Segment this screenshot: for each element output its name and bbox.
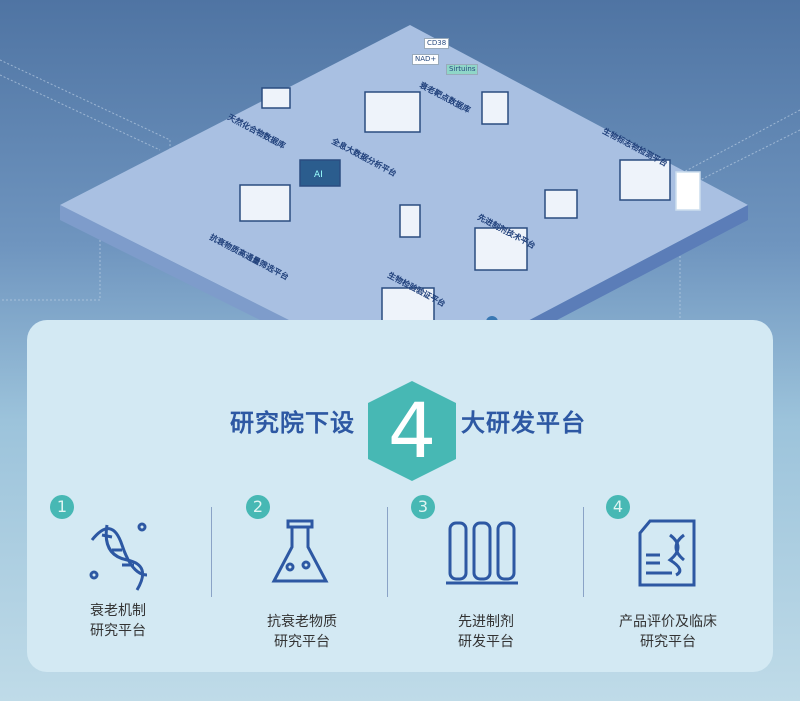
document-dna-icon [638, 519, 696, 587]
platform-label-1: 衰老机制研究平台 [38, 601, 198, 641]
label-line1: 先进制剂 [458, 614, 514, 630]
label-line1: 衰老机制 [90, 603, 146, 619]
tag-sirtuins: Sirtuins [446, 64, 479, 75]
platforms-card [27, 320, 773, 672]
phone-shield [399, 204, 421, 238]
label-line1: 产品评价及临床 [619, 614, 717, 630]
platform-number: 1 [50, 495, 74, 519]
platform-label-2: 抗衰老物质研究平台 [222, 612, 382, 652]
label-line1: 抗衰老物质 [267, 614, 337, 630]
monitor-validation [381, 287, 435, 327]
platform-label-4: 产品评价及临床研究平台 [588, 612, 748, 652]
tag-cd38: CD38 [424, 38, 450, 49]
ai-chip-label: AI [314, 170, 323, 180]
storage-cube [675, 171, 701, 211]
column-divider [583, 507, 584, 597]
monitor-biomarker [619, 159, 671, 201]
number-hexagon: 4 [368, 381, 456, 481]
lab-box [544, 189, 578, 219]
platform-number: 3 [411, 495, 435, 519]
label-line2: 研究平台 [640, 634, 696, 650]
label-line2: 研发平台 [458, 634, 514, 650]
platform-number: 2 [246, 495, 270, 519]
column-divider [211, 507, 212, 597]
column-divider [387, 507, 388, 597]
ai-chip [299, 159, 341, 187]
devices [239, 87, 701, 327]
label-line2: 研究平台 [90, 623, 146, 639]
document-stack [261, 87, 291, 109]
server-box [481, 91, 509, 125]
platform-number: 4 [606, 495, 630, 519]
platform-top [60, 25, 748, 382]
test-tubes-icon [446, 521, 518, 585]
heading-left: 研究院下设 [230, 409, 355, 437]
laptop-screen [364, 91, 421, 133]
platform-label-3: 先进制剂研发平台 [406, 612, 566, 652]
dna-icon [89, 522, 148, 591]
monitor-formulation [474, 227, 528, 271]
label-line2: 研究平台 [274, 634, 330, 650]
tag-nad: NAD+ [412, 54, 440, 65]
monitor-screening [239, 184, 291, 222]
heading-right: 大研发平台 [461, 409, 586, 437]
flask-icon [271, 519, 329, 583]
